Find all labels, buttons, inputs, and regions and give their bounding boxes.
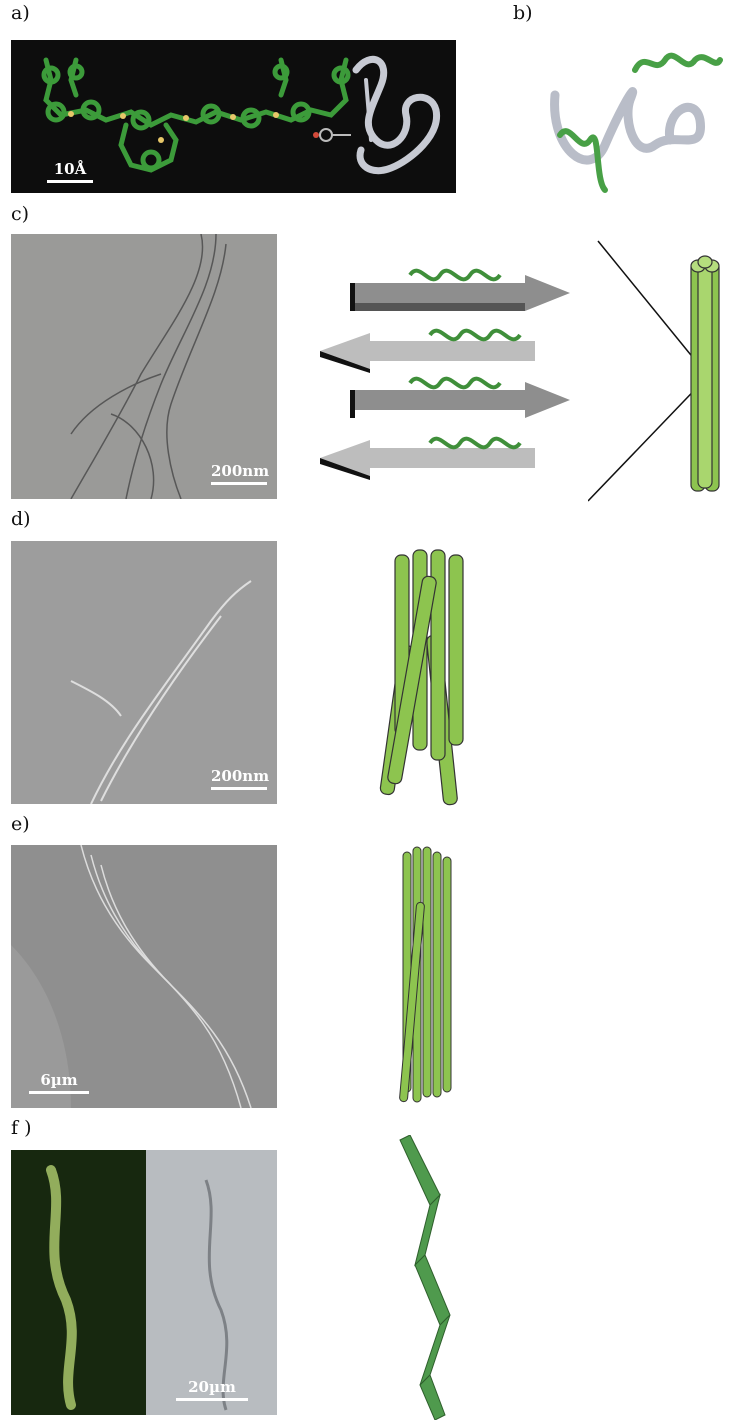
panel-a-scalebar: 10Å: [47, 160, 93, 183]
panel-d-scalebar-label: 200nm: [211, 767, 269, 785]
panel-c-scalebar-label: 200nm: [211, 462, 269, 480]
panel-a-molecule-image: 10Å: [11, 40, 456, 193]
panel-a-scalebar-label: 10Å: [54, 160, 87, 178]
panel-f-scalebar: 20µm: [176, 1378, 248, 1401]
panel-c-beta-sheet-illustration: [310, 245, 590, 500]
panel-c-protofilament-illustration: [588, 236, 738, 506]
panel-a-label: a): [11, 2, 30, 24]
panel-f-brightfield-image: 20µm: [146, 1150, 277, 1415]
panel-d-afm-image: 200nm: [11, 541, 277, 804]
panel-c-tem-image: 200nm: [11, 234, 277, 499]
panel-c-label: c): [11, 203, 29, 225]
panel-e-scalebar: 6µm: [29, 1071, 89, 1094]
panel-f-fluorescence-image: [11, 1150, 146, 1415]
panel-c-scalebar: 200nm: [211, 462, 267, 485]
panel-e-scalebar-label: 6µm: [40, 1071, 77, 1089]
panel-f-label: f ): [11, 1117, 31, 1139]
panel-d-label: d): [11, 508, 31, 530]
panel-e-sem-image: 6µm: [11, 845, 277, 1108]
panel-e-fibre-illustration: [388, 842, 478, 1112]
panel-f-scalebar-label: 20µm: [188, 1378, 236, 1396]
panel-d-fibril-bundle-illustration: [375, 545, 505, 810]
panel-b-complex-illustration: [535, 40, 735, 200]
panel-d-scalebar: 200nm: [211, 767, 267, 790]
panel-b-label: b): [513, 2, 533, 24]
panel-e-label: e): [11, 813, 30, 835]
panel-f-twisted-ribbon-illustration: [385, 1135, 485, 1420]
